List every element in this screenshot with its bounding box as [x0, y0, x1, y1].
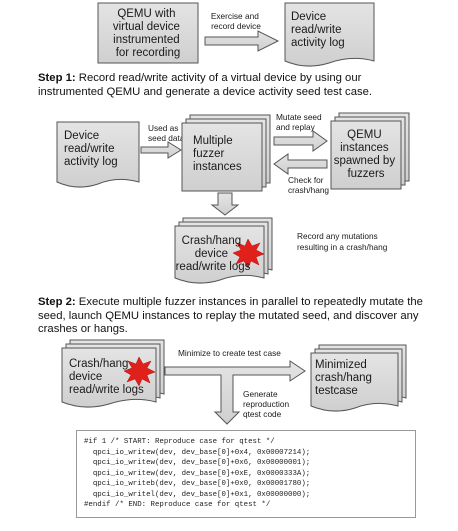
crash-logs-bottom-stack: Crash/hang device read/write logs	[61, 339, 165, 408]
code-line: qpci_io_writew(dev, dev_base[0]+0x6, 0x0…	[84, 459, 311, 467]
svg-text:Device read/write: Device read/write activity log	[291, 11, 345, 49]
crash-logs-mid-stack: Crash/hang device read/write logs	[174, 217, 273, 284]
seed-label: Used as seed data	[148, 123, 185, 143]
mutate-label: Mutate seed and replay	[276, 112, 324, 132]
code-line: #if 1 /* START: Reproduce case for qtest…	[84, 438, 275, 446]
down-arrow-mid	[210, 192, 240, 216]
code-line: qpci_io_writel(dev, dev_base[0]+0x1, 0x0…	[84, 490, 311, 499]
minimize-branch-arrow	[164, 360, 306, 425]
qemu-instrumented-box: QEMU with virtual device instrumented fo…	[97, 2, 199, 64]
mutate-arrow	[273, 130, 328, 152]
minimized-testcase-stack: Minimized crash/hang testcase	[310, 344, 407, 412]
code-line: qpci_io_writew(dev, dev_base[0]+0xE, 0x0…	[84, 469, 311, 478]
check-arrow	[273, 153, 328, 175]
code-line: #endif /* END: Reproduce case for qtest …	[84, 501, 271, 509]
svg-text:QEMU instances spa: QEMU instances spawned by fuzzers	[334, 129, 399, 180]
svg-text:Crash/hang device: Crash/hang device read/write logs	[176, 235, 251, 273]
exercise-arrow	[204, 30, 280, 52]
svg-text:Multiple fuzzer in: Multiple fuzzer instances	[193, 135, 242, 173]
svg-text:Crash/hang device: Crash/hang device read/write logs	[69, 358, 144, 396]
minimize-label: Minimize to create test case	[178, 348, 281, 358]
code-line: qpci_io_writeb(dev, dev_base[0]+0x0, 0x0…	[84, 480, 311, 488]
svg-text:Minimized crash/hang: Minimized crash/hang testcase	[315, 359, 375, 397]
svg-text:Device read/write: Device read/write activity log	[64, 130, 118, 168]
activity-log-top: Device read/write activity log	[284, 2, 375, 67]
seed-arrow	[140, 141, 182, 159]
check-label: Check for crash/hang	[288, 175, 329, 195]
crash-burst-icon	[232, 238, 265, 269]
step1-caption: Step 1: Record read/write activity of a …	[38, 72, 373, 98]
qemu-spawned-stack: QEMU instances spawned by fuzzers	[330, 112, 410, 190]
record-mutations-label: Record any mutations resulting in a cras…	[297, 231, 388, 252]
qtest-code-block: #if 1 /* START: Reproduce case for qtest…	[76, 430, 416, 518]
generate-label: Generate reproduction qtest code	[243, 389, 291, 419]
activity-log-mid: Device read/write activity log	[56, 121, 140, 188]
svg-text:QEMU with virtual device: QEMU with virtual device instrumented fo…	[113, 8, 183, 59]
fuzzer-instances-stack: Multiple fuzzer instances	[181, 114, 271, 192]
exercise-label: Exercise and record device	[211, 11, 261, 31]
code-line: qpci_io_writew(dev, dev_base[0]+0x4, 0x0…	[84, 448, 311, 457]
crash-burst-icon	[123, 356, 156, 387]
step2-caption: Step 2: Execute multiple fuzzer instance…	[38, 296, 423, 336]
